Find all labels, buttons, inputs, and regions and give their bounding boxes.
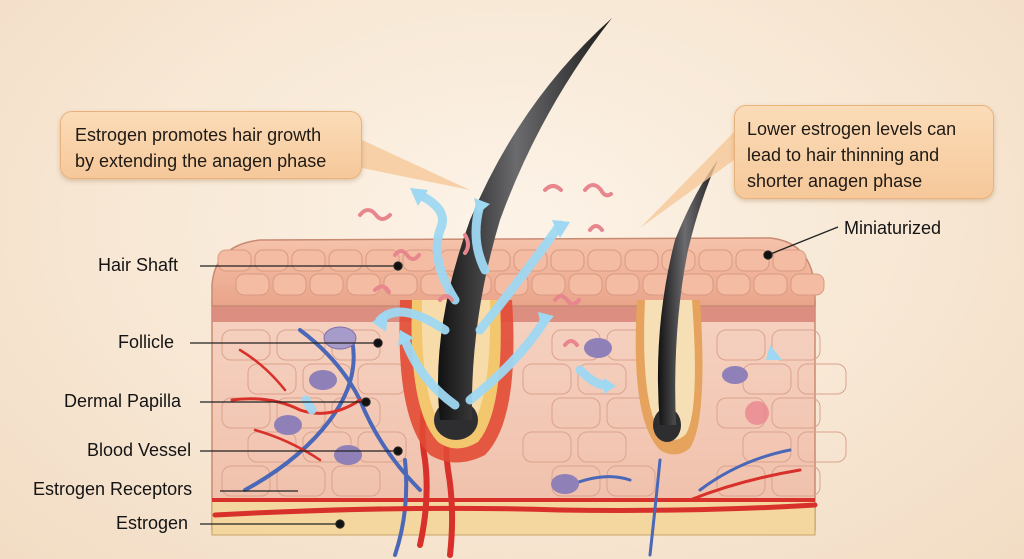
callout-line: shorter anagen phase xyxy=(747,171,923,191)
follicle-label: Follicle xyxy=(118,332,175,352)
epidermis-cell xyxy=(531,273,566,296)
dermis-cell xyxy=(577,363,627,395)
dermis-cell xyxy=(522,431,572,463)
epidermis-cell xyxy=(328,249,363,272)
right-callout-pointer xyxy=(640,132,734,228)
basement-band xyxy=(212,305,815,322)
epidermis-cell xyxy=(235,273,270,296)
epidermis-layer xyxy=(211,237,816,307)
left-callout-pointer xyxy=(362,140,470,190)
epidermis-cell xyxy=(624,249,659,272)
dermis-cell xyxy=(771,397,821,429)
estrogen-growth-callout: Estrogen promotes hair growth by extendi… xyxy=(60,111,362,179)
estrogen-arrowheads xyxy=(372,188,782,394)
epidermis-cell xyxy=(679,273,714,296)
hypodermis-layer xyxy=(211,499,816,536)
estrogen-molecules xyxy=(358,183,613,347)
epidermis-cell xyxy=(605,273,640,296)
low-estrogen-callout: Lower estrogen levels can lead to hair t… xyxy=(734,105,994,199)
epidermis-cell xyxy=(587,249,622,272)
epidermis-cell xyxy=(309,273,344,296)
epidermis-cell xyxy=(568,273,603,296)
callout-line: Lower estrogen levels can xyxy=(747,119,957,139)
estrogen-label: Estrogen xyxy=(116,513,189,533)
epidermis-cell xyxy=(291,249,326,272)
epidermis-cell xyxy=(753,273,788,296)
dermis-cell xyxy=(716,329,766,361)
epidermis-cell xyxy=(217,249,252,272)
hair-shaft-label: Hair Shaft xyxy=(98,255,179,275)
callout-line: Estrogen promotes hair growth xyxy=(75,125,322,145)
dermis-cell xyxy=(577,431,627,463)
dermis-cell xyxy=(221,465,271,497)
epidermis-cell xyxy=(550,249,585,272)
epidermis-cell xyxy=(383,273,418,296)
epidermis-cell xyxy=(716,273,751,296)
dermis-cell xyxy=(551,397,601,429)
callout-line: lead to hair thinning and xyxy=(747,145,940,165)
estrogen-receptors-label: Estrogen Receptors xyxy=(33,479,193,499)
epidermis-cell xyxy=(772,249,807,272)
dermis-cell xyxy=(247,363,297,395)
dermis-cell xyxy=(276,465,326,497)
dermal-papilla-label: Dermal Papilla xyxy=(64,391,182,411)
epidermis-cell xyxy=(698,249,733,272)
dermis-cell xyxy=(357,431,407,463)
dermis-cell xyxy=(522,363,572,395)
epidermis-cell xyxy=(735,249,770,272)
epidermis-cell xyxy=(346,273,381,296)
dermis-cell xyxy=(742,431,792,463)
estrogen-receptor-cells xyxy=(274,326,769,494)
estrogen-arrows xyxy=(301,190,610,415)
miniaturized-label: Miniaturized xyxy=(844,218,942,238)
epidermis-cell xyxy=(254,249,289,272)
miniaturized-follicle xyxy=(635,160,718,455)
dermis-cell xyxy=(606,465,656,497)
miniaturized-hair-shaft xyxy=(657,160,718,425)
blood-vessels xyxy=(212,328,818,558)
dermis-cell xyxy=(771,329,821,361)
blood-vessel-label: Blood Vessel xyxy=(87,440,192,460)
dermis-cell xyxy=(797,431,847,463)
leader-lines xyxy=(190,226,839,529)
dermis-cell xyxy=(331,465,381,497)
epidermis-cell xyxy=(272,273,307,296)
dermis-cell xyxy=(797,363,847,395)
epidermis-cell xyxy=(790,273,825,296)
callout-line: by extending the anagen phase xyxy=(75,151,327,171)
dermis-cell xyxy=(221,329,271,361)
dermis-cell xyxy=(771,465,821,497)
